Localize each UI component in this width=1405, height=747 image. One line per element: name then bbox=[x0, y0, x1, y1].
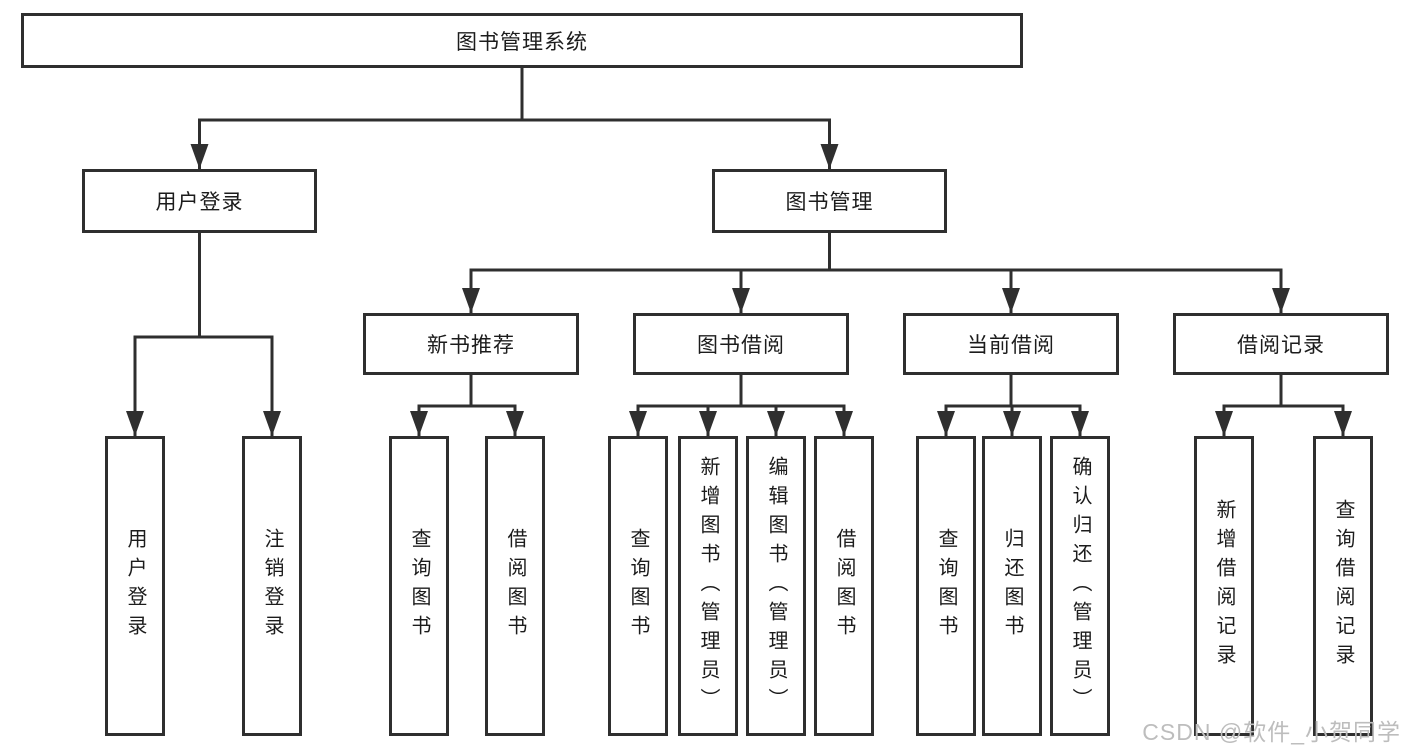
leaf-return-books-label: 归还图书 bbox=[1001, 528, 1023, 644]
node-borrowing-records: 借阅记录 bbox=[1173, 313, 1389, 375]
node-current-borrowing: 当前借阅 bbox=[903, 313, 1119, 375]
leaf-add-borrow-record-label: 新增借阅记录 bbox=[1213, 499, 1235, 673]
leaf-confirm-return-admin: 确认归还（管理员） bbox=[1050, 436, 1110, 736]
csdn-watermark: CSDN @软件_小贺同学 bbox=[1142, 719, 1401, 745]
leaf-borrow-books-label: 借阅图书 bbox=[833, 528, 855, 644]
node-book-management-label: 图书管理 bbox=[785, 191, 874, 214]
node-root: 图书管理系统 bbox=[21, 13, 1023, 68]
leaf-query-borrow-record: 查询借阅记录 bbox=[1313, 436, 1373, 736]
node-new-book-recommend: 新书推荐 bbox=[363, 313, 579, 375]
node-book-borrowing: 图书借阅 bbox=[633, 313, 849, 375]
leaf-edit-books-admin: 编辑图书（管理员） bbox=[746, 436, 806, 736]
leaf-borrow-books-recommend-label: 借阅图书 bbox=[504, 528, 526, 644]
leaf-user-login: 用户登录 bbox=[105, 436, 165, 736]
leaf-logout-label: 注销登录 bbox=[261, 528, 283, 644]
leaf-query-books-borrowing-label: 查询图书 bbox=[627, 528, 649, 644]
node-user-login-label: 用户登录 bbox=[155, 191, 244, 214]
node-book-borrowing-label: 图书借阅 bbox=[697, 334, 785, 357]
leaf-query-borrow-record-label: 查询借阅记录 bbox=[1332, 499, 1354, 673]
node-book-management: 图书管理 bbox=[712, 169, 947, 233]
node-user-login: 用户登录 bbox=[82, 169, 317, 233]
leaf-edit-books-admin-label: 编辑图书（管理员） bbox=[765, 455, 787, 717]
leaf-query-books-current-label: 查询图书 bbox=[935, 528, 957, 644]
node-root-label: 图书管理系统 bbox=[456, 30, 588, 54]
leaf-borrow-books-recommend: 借阅图书 bbox=[485, 436, 545, 736]
leaf-borrow-books: 借阅图书 bbox=[814, 436, 874, 736]
leaf-return-books: 归还图书 bbox=[982, 436, 1042, 736]
leaf-user-login-label: 用户登录 bbox=[124, 528, 146, 644]
node-borrowing-records-label: 借阅记录 bbox=[1237, 334, 1325, 357]
leaf-add-books-admin: 新增图书（管理员） bbox=[678, 436, 738, 736]
leaf-query-books-recommend-label: 查询图书 bbox=[408, 528, 430, 644]
leaf-add-books-admin-label: 新增图书（管理员） bbox=[697, 455, 719, 717]
node-current-borrowing-label: 当前借阅 bbox=[967, 334, 1055, 357]
node-new-book-recommend-label: 新书推荐 bbox=[427, 334, 515, 357]
leaf-query-books-recommend: 查询图书 bbox=[389, 436, 449, 736]
leaf-query-books-borrowing: 查询图书 bbox=[608, 436, 668, 736]
leaf-query-books-current: 查询图书 bbox=[916, 436, 976, 736]
leaf-confirm-return-admin-label: 确认归还（管理员） bbox=[1069, 455, 1091, 717]
leaf-logout: 注销登录 bbox=[242, 436, 302, 736]
leaf-add-borrow-record: 新增借阅记录 bbox=[1194, 436, 1254, 736]
